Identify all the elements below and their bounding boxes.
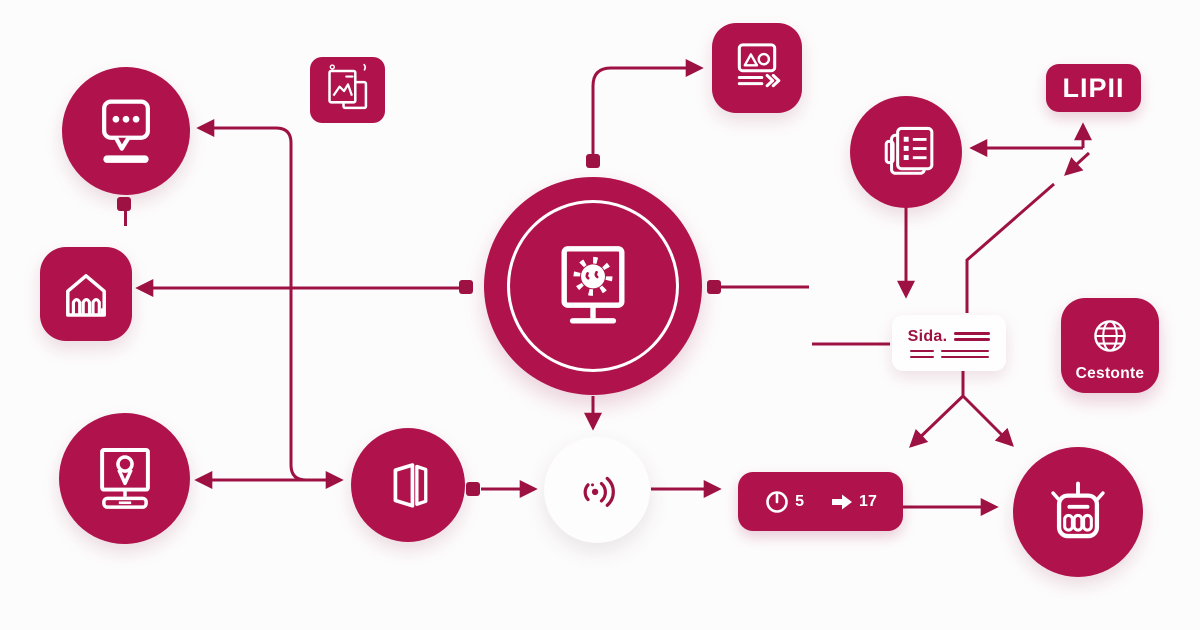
wire-diagonal-tail bbox=[965, 182, 1055, 313]
hub-left-connector bbox=[459, 280, 473, 294]
arrow-right-icon bbox=[832, 494, 853, 509]
clock-icon bbox=[766, 490, 788, 513]
documents-node bbox=[850, 96, 962, 208]
clock-metric: 5 bbox=[764, 489, 804, 515]
metrics-node: 5 17 bbox=[738, 472, 903, 531]
wire-sida-to-robot bbox=[961, 394, 1014, 447]
house-arches-icon bbox=[66, 274, 106, 317]
sida-card: Sida. bbox=[892, 315, 1006, 371]
monitor-gear-icon bbox=[561, 246, 625, 324]
wire-diagonal-arrow bbox=[1064, 151, 1091, 176]
photo-stack-icon bbox=[327, 63, 367, 110]
robot-node bbox=[1013, 447, 1143, 577]
broadcast-signal-icon bbox=[583, 476, 615, 507]
house-node bbox=[40, 247, 132, 341]
hub-top-connector bbox=[586, 154, 600, 168]
cestonte-label: Cestonte bbox=[1075, 364, 1145, 382]
wire-hub-to-presentation bbox=[591, 59, 704, 155]
sida-text-lines-left bbox=[909, 349, 934, 359]
clock-value: 5 bbox=[795, 492, 805, 510]
presentation-node bbox=[712, 23, 802, 113]
sida-text-lines-right bbox=[940, 349, 989, 359]
location-node bbox=[59, 413, 190, 544]
chat-stub-connector bbox=[117, 197, 131, 211]
book-right-connector bbox=[466, 482, 480, 496]
flow-value: 17 bbox=[859, 492, 877, 510]
signal-node bbox=[544, 437, 650, 543]
sida-title: Sida. bbox=[907, 327, 948, 345]
chat-bubble-icon bbox=[102, 99, 150, 163]
hub-node bbox=[484, 177, 702, 395]
slide-shapes-icon bbox=[737, 43, 781, 88]
chat-node bbox=[62, 67, 190, 195]
lipii-label: LIPII bbox=[1062, 72, 1125, 103]
photos-node bbox=[310, 57, 385, 123]
cestonte-node: Cestonte bbox=[1061, 298, 1159, 393]
document-list-icon bbox=[884, 126, 934, 175]
monitor-location-icon bbox=[99, 447, 150, 509]
robot-icon bbox=[1051, 481, 1105, 539]
globe-icon bbox=[1094, 319, 1126, 352]
wire-sida-to-metrics bbox=[909, 371, 965, 448]
lipii-node: LIPII bbox=[1046, 64, 1141, 112]
sida-text-lines-top bbox=[954, 332, 991, 341]
flow-metric: 17 bbox=[830, 491, 877, 513]
book-node bbox=[351, 428, 465, 542]
hub-inner-ring bbox=[507, 200, 679, 372]
hub-right-connector bbox=[707, 280, 721, 294]
wire-trunk-to-chat bbox=[196, 119, 307, 482]
open-book-icon bbox=[393, 463, 428, 508]
chat-stub-line bbox=[123, 211, 127, 226]
